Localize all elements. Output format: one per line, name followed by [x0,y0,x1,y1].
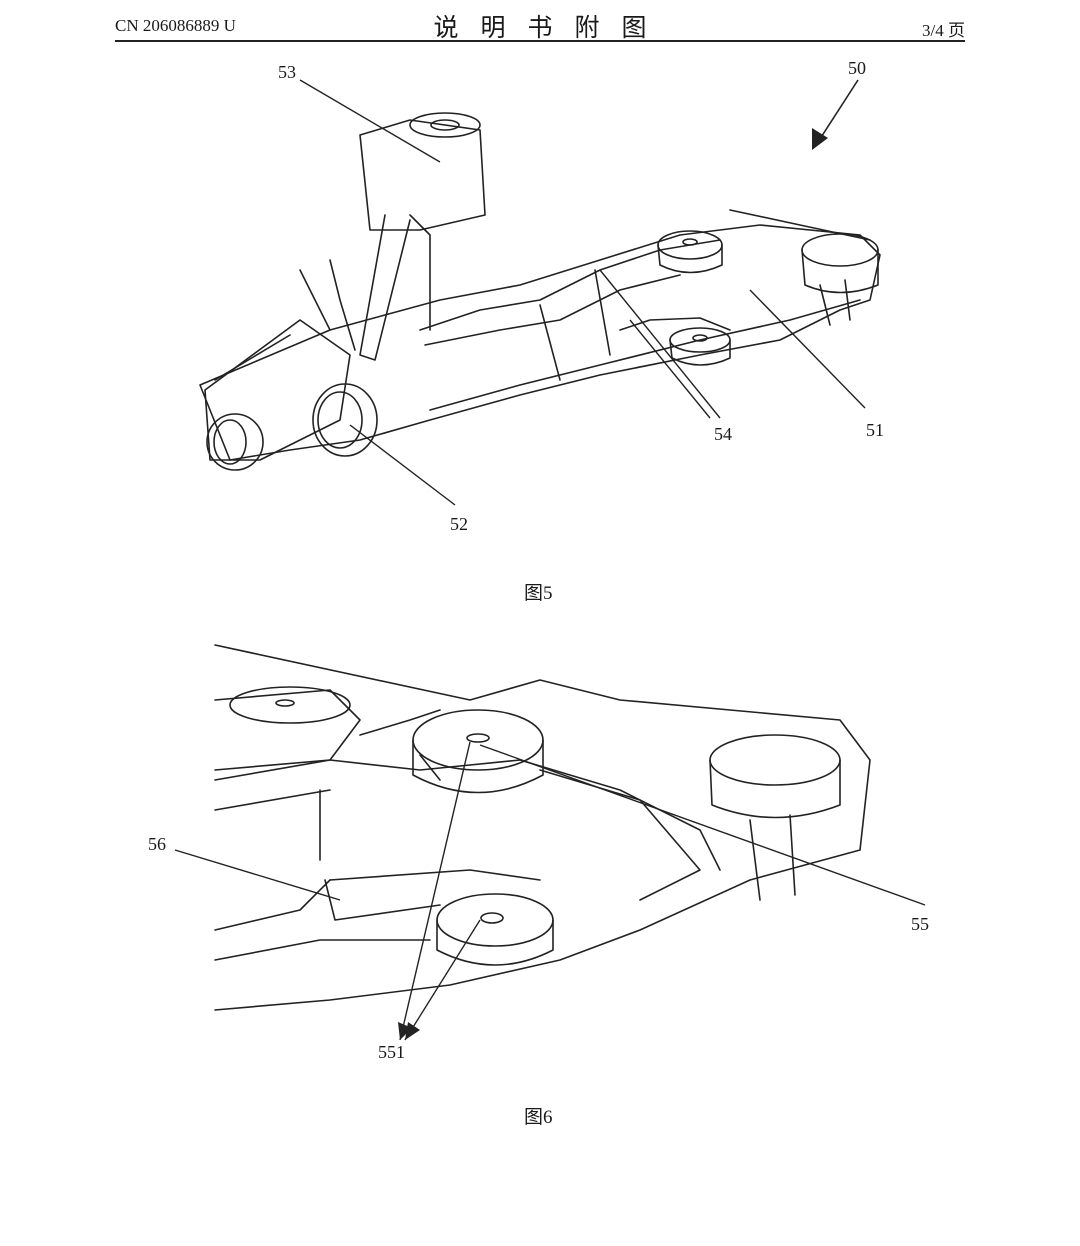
label-50: 50 [848,58,866,78]
label-551: 551 [378,1042,405,1062]
header-title: 说明书附图 [433,13,669,42]
label-54: 54 [714,424,732,444]
publication-number: CN 206086889 U [115,16,236,35]
label-55: 55 [911,914,929,934]
label-53: 53 [278,62,296,82]
page-number: 3/4 页 [922,21,965,40]
label-52: 52 [450,514,468,534]
label-51: 51 [866,420,884,440]
page-header: CN 206086889 U 说明书附图 3/4 页 [115,8,965,42]
label-56: 56 [148,834,166,854]
figure-6-drawing: 56 55 551 [148,644,929,1062]
figure-5-drawing: 53 50 51 54 52 [199,58,884,534]
figure-5-caption: 图5 [524,583,553,604]
figure-6-caption: 图6 [524,1107,553,1128]
